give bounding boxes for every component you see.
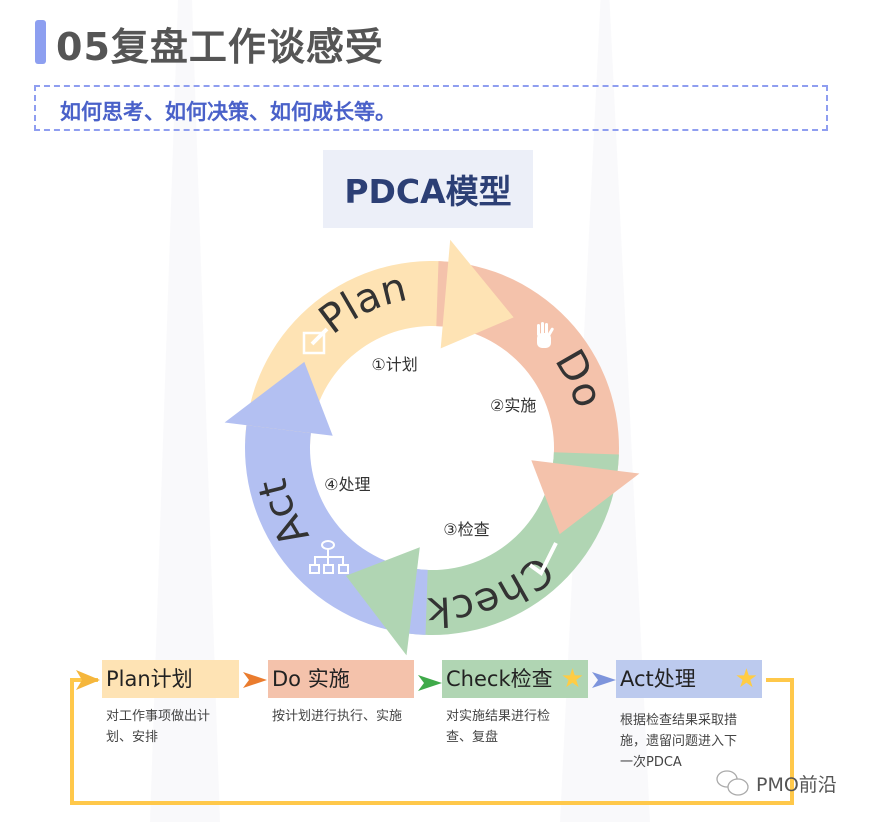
model-title: PDCA模型	[344, 172, 512, 211]
step-arrow-icon	[592, 672, 616, 688]
step-desc-check: 对实施结果进行检查、复盘	[446, 709, 551, 745]
wheel-sub-check: ③检查	[443, 520, 489, 539]
step-label-do: Do 实施	[272, 667, 350, 691]
step-arrow-icon	[243, 672, 267, 688]
step-desc-act: 根据检查结果采取措施，遗留问题进入下一次PDCA	[620, 713, 738, 770]
brand-watermark: PMO前沿	[756, 774, 837, 796]
star-icon: ★	[734, 664, 758, 694]
step-do: Do 实施	[268, 660, 414, 698]
hand-icon	[537, 322, 554, 348]
wechat-icon	[716, 770, 749, 796]
wheel-arrowhead-plan	[440, 239, 514, 349]
wheel-sub-do: ②实施	[490, 396, 536, 415]
step-act: Act处理 ★	[616, 660, 762, 698]
wheel-arrowhead-check	[345, 547, 420, 656]
step-desc-plan: 对工作事项做出计划、安排	[106, 709, 211, 745]
step-label-check: Check检查	[446, 667, 553, 691]
step-desc-do: 按计划进行执行、实施	[272, 709, 403, 724]
step-label-plan: Plan计划	[106, 667, 193, 691]
model-title-box: PDCA模型	[323, 150, 533, 228]
page-title: 05复盘工作谈感受	[56, 25, 384, 69]
org-chart-icon	[309, 540, 349, 574]
step-arrow-icon	[418, 675, 442, 691]
step-plan: Plan计划	[102, 660, 239, 698]
step-label-act: Act处理	[620, 667, 696, 691]
wheel-arrowhead-do	[531, 460, 640, 535]
wheel-arrowhead-act	[224, 361, 333, 436]
subtitle: 如何思考、如何决策、如何成长等。	[60, 100, 396, 124]
edit-icon	[302, 327, 329, 355]
wheel-sub-plan: ①计划	[371, 355, 417, 374]
title-accent-bar	[35, 20, 46, 64]
subtitle-box: 如何思考、如何决策、如何成长等。	[34, 85, 828, 131]
step-check: Check检查 ★	[442, 660, 588, 698]
loop-arrow-icon	[76, 670, 100, 690]
wheel-sub-act: ④处理	[324, 475, 370, 494]
star-icon: ★	[560, 664, 584, 694]
feedback-loop-line	[70, 678, 794, 805]
check-icon	[528, 542, 558, 577]
